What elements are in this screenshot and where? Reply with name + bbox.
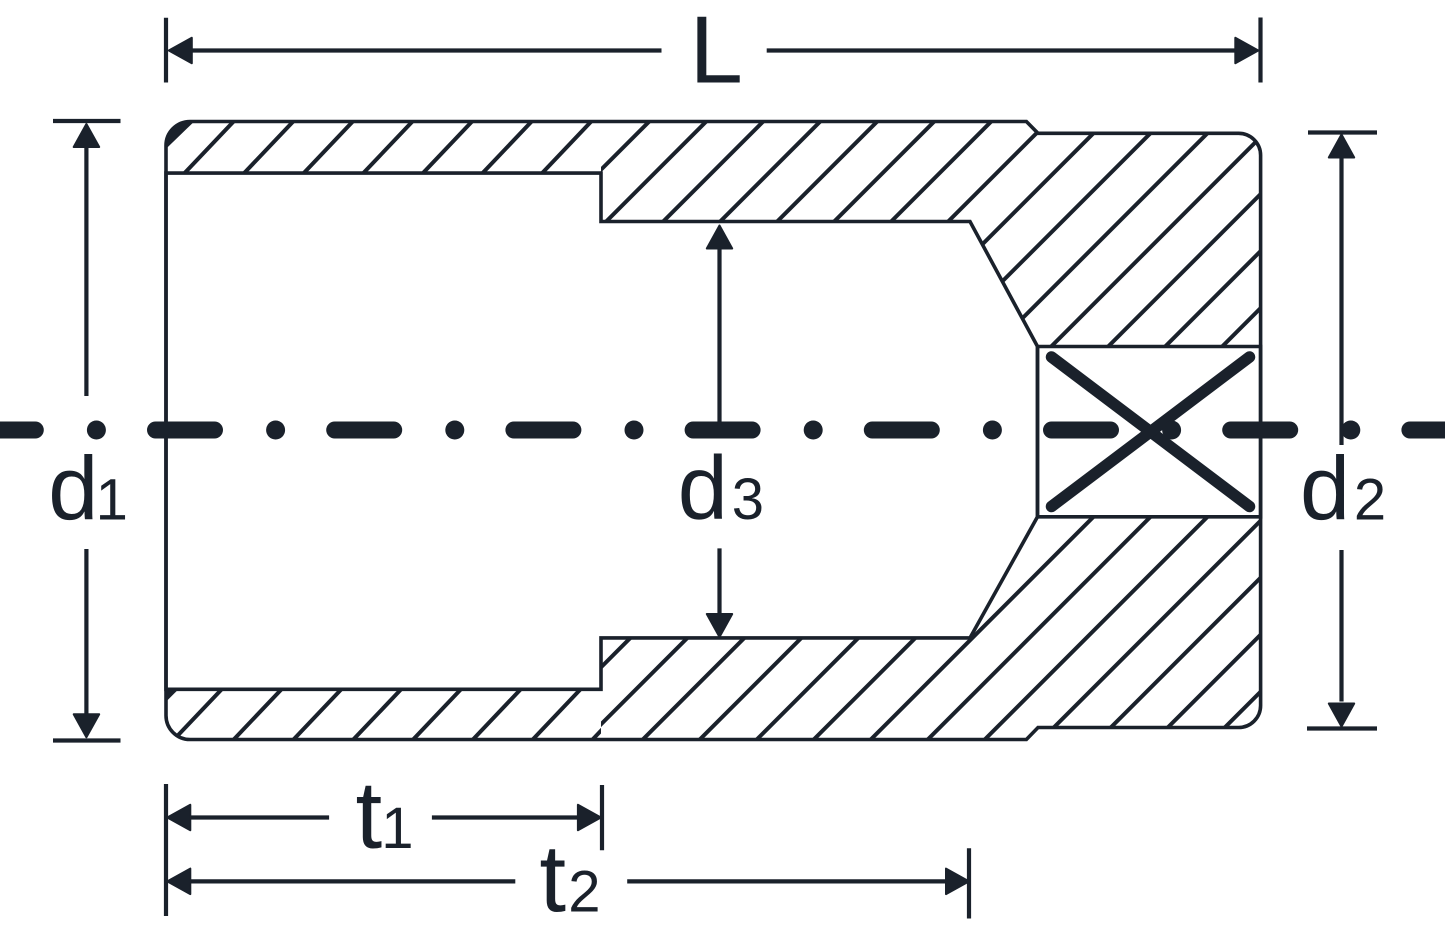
svg-text:1: 1 — [381, 796, 413, 861]
svg-text:t: t — [356, 762, 383, 869]
svg-text:2: 2 — [1354, 468, 1386, 533]
svg-text:L: L — [690, 0, 743, 103]
svg-text:3: 3 — [732, 467, 764, 532]
svg-text:d: d — [48, 439, 98, 539]
svg-text:t: t — [539, 825, 566, 932]
svg-text:d: d — [1300, 440, 1350, 540]
svg-text:2: 2 — [568, 859, 600, 924]
svg-text:d: d — [678, 439, 728, 539]
svg-text:1: 1 — [96, 467, 128, 532]
